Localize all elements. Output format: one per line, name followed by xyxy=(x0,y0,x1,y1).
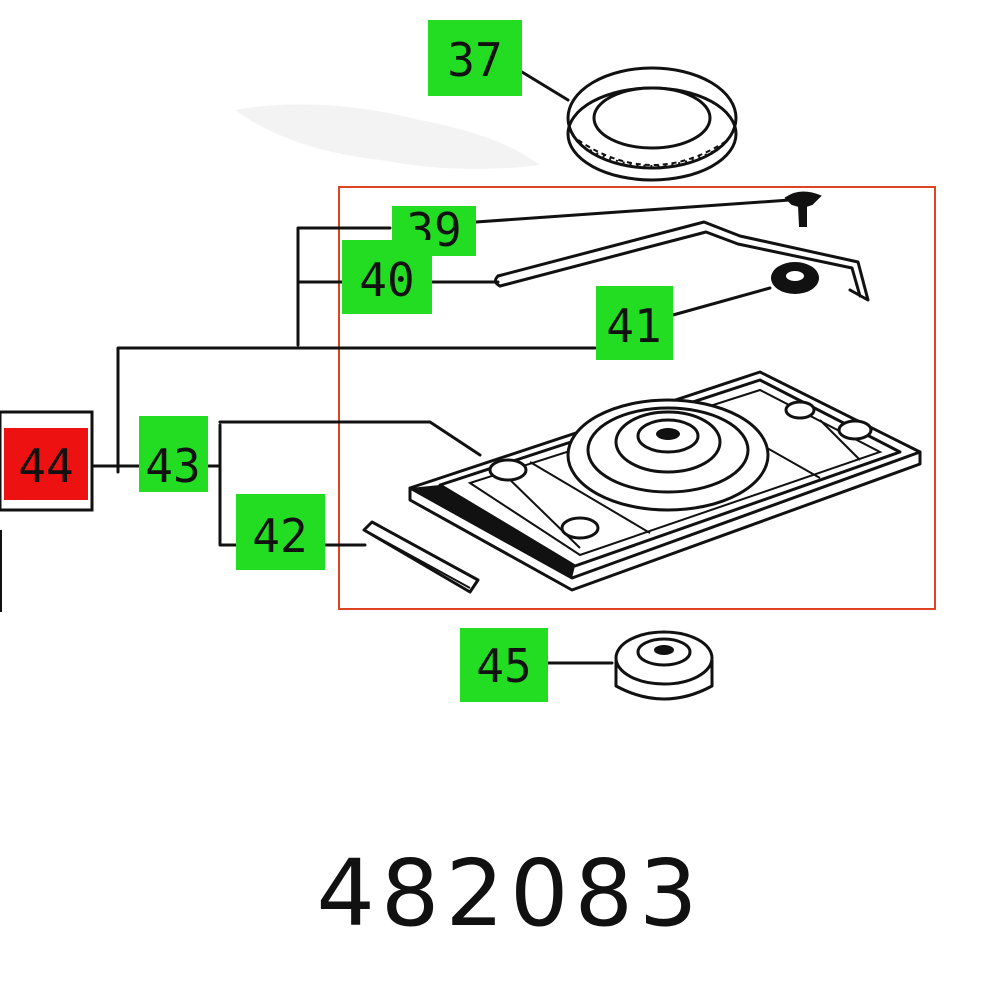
callout-42-box xyxy=(236,494,325,570)
bearing-ring-illustration xyxy=(566,66,738,182)
assembly-highlight-frame xyxy=(338,186,936,610)
callout-45-label: 45 xyxy=(476,639,531,693)
callout-44[interactable]: 44 xyxy=(0,410,94,512)
callout-42[interactable]: 42 xyxy=(236,494,325,570)
callout-43-label: 43 xyxy=(145,439,200,493)
part-number: 482083 xyxy=(316,840,703,947)
callout-43-box xyxy=(139,416,208,492)
callout-37-box xyxy=(428,20,522,96)
callout-44-label: 44 xyxy=(18,439,73,493)
callout-41-box xyxy=(596,286,673,360)
leader-lines xyxy=(90,70,792,665)
washer-illustration xyxy=(771,262,819,294)
strip-illustration xyxy=(362,520,480,594)
callout-45-box xyxy=(460,628,548,702)
disc-illustration xyxy=(614,630,714,701)
callout-44-fill xyxy=(4,428,88,500)
screw-illustration xyxy=(784,191,822,227)
callout-42-label: 42 xyxy=(252,509,307,563)
callout-41-label: 41 xyxy=(606,299,661,353)
callout-40[interactable]: 40 xyxy=(342,240,432,314)
callout-45[interactable]: 45 xyxy=(460,628,548,702)
callout-43[interactable]: 43 xyxy=(139,416,208,493)
background-smudge xyxy=(235,104,540,169)
callout-40-label: 40 xyxy=(359,253,414,307)
sanding-pad-illustration xyxy=(408,370,922,592)
callout-40-box xyxy=(342,240,432,314)
callout-37-label: 37 xyxy=(447,33,502,87)
callout-37[interactable]: 37 xyxy=(428,20,522,96)
callout-41[interactable]: 41 xyxy=(596,286,673,360)
wire-spring-illustration xyxy=(493,220,870,302)
